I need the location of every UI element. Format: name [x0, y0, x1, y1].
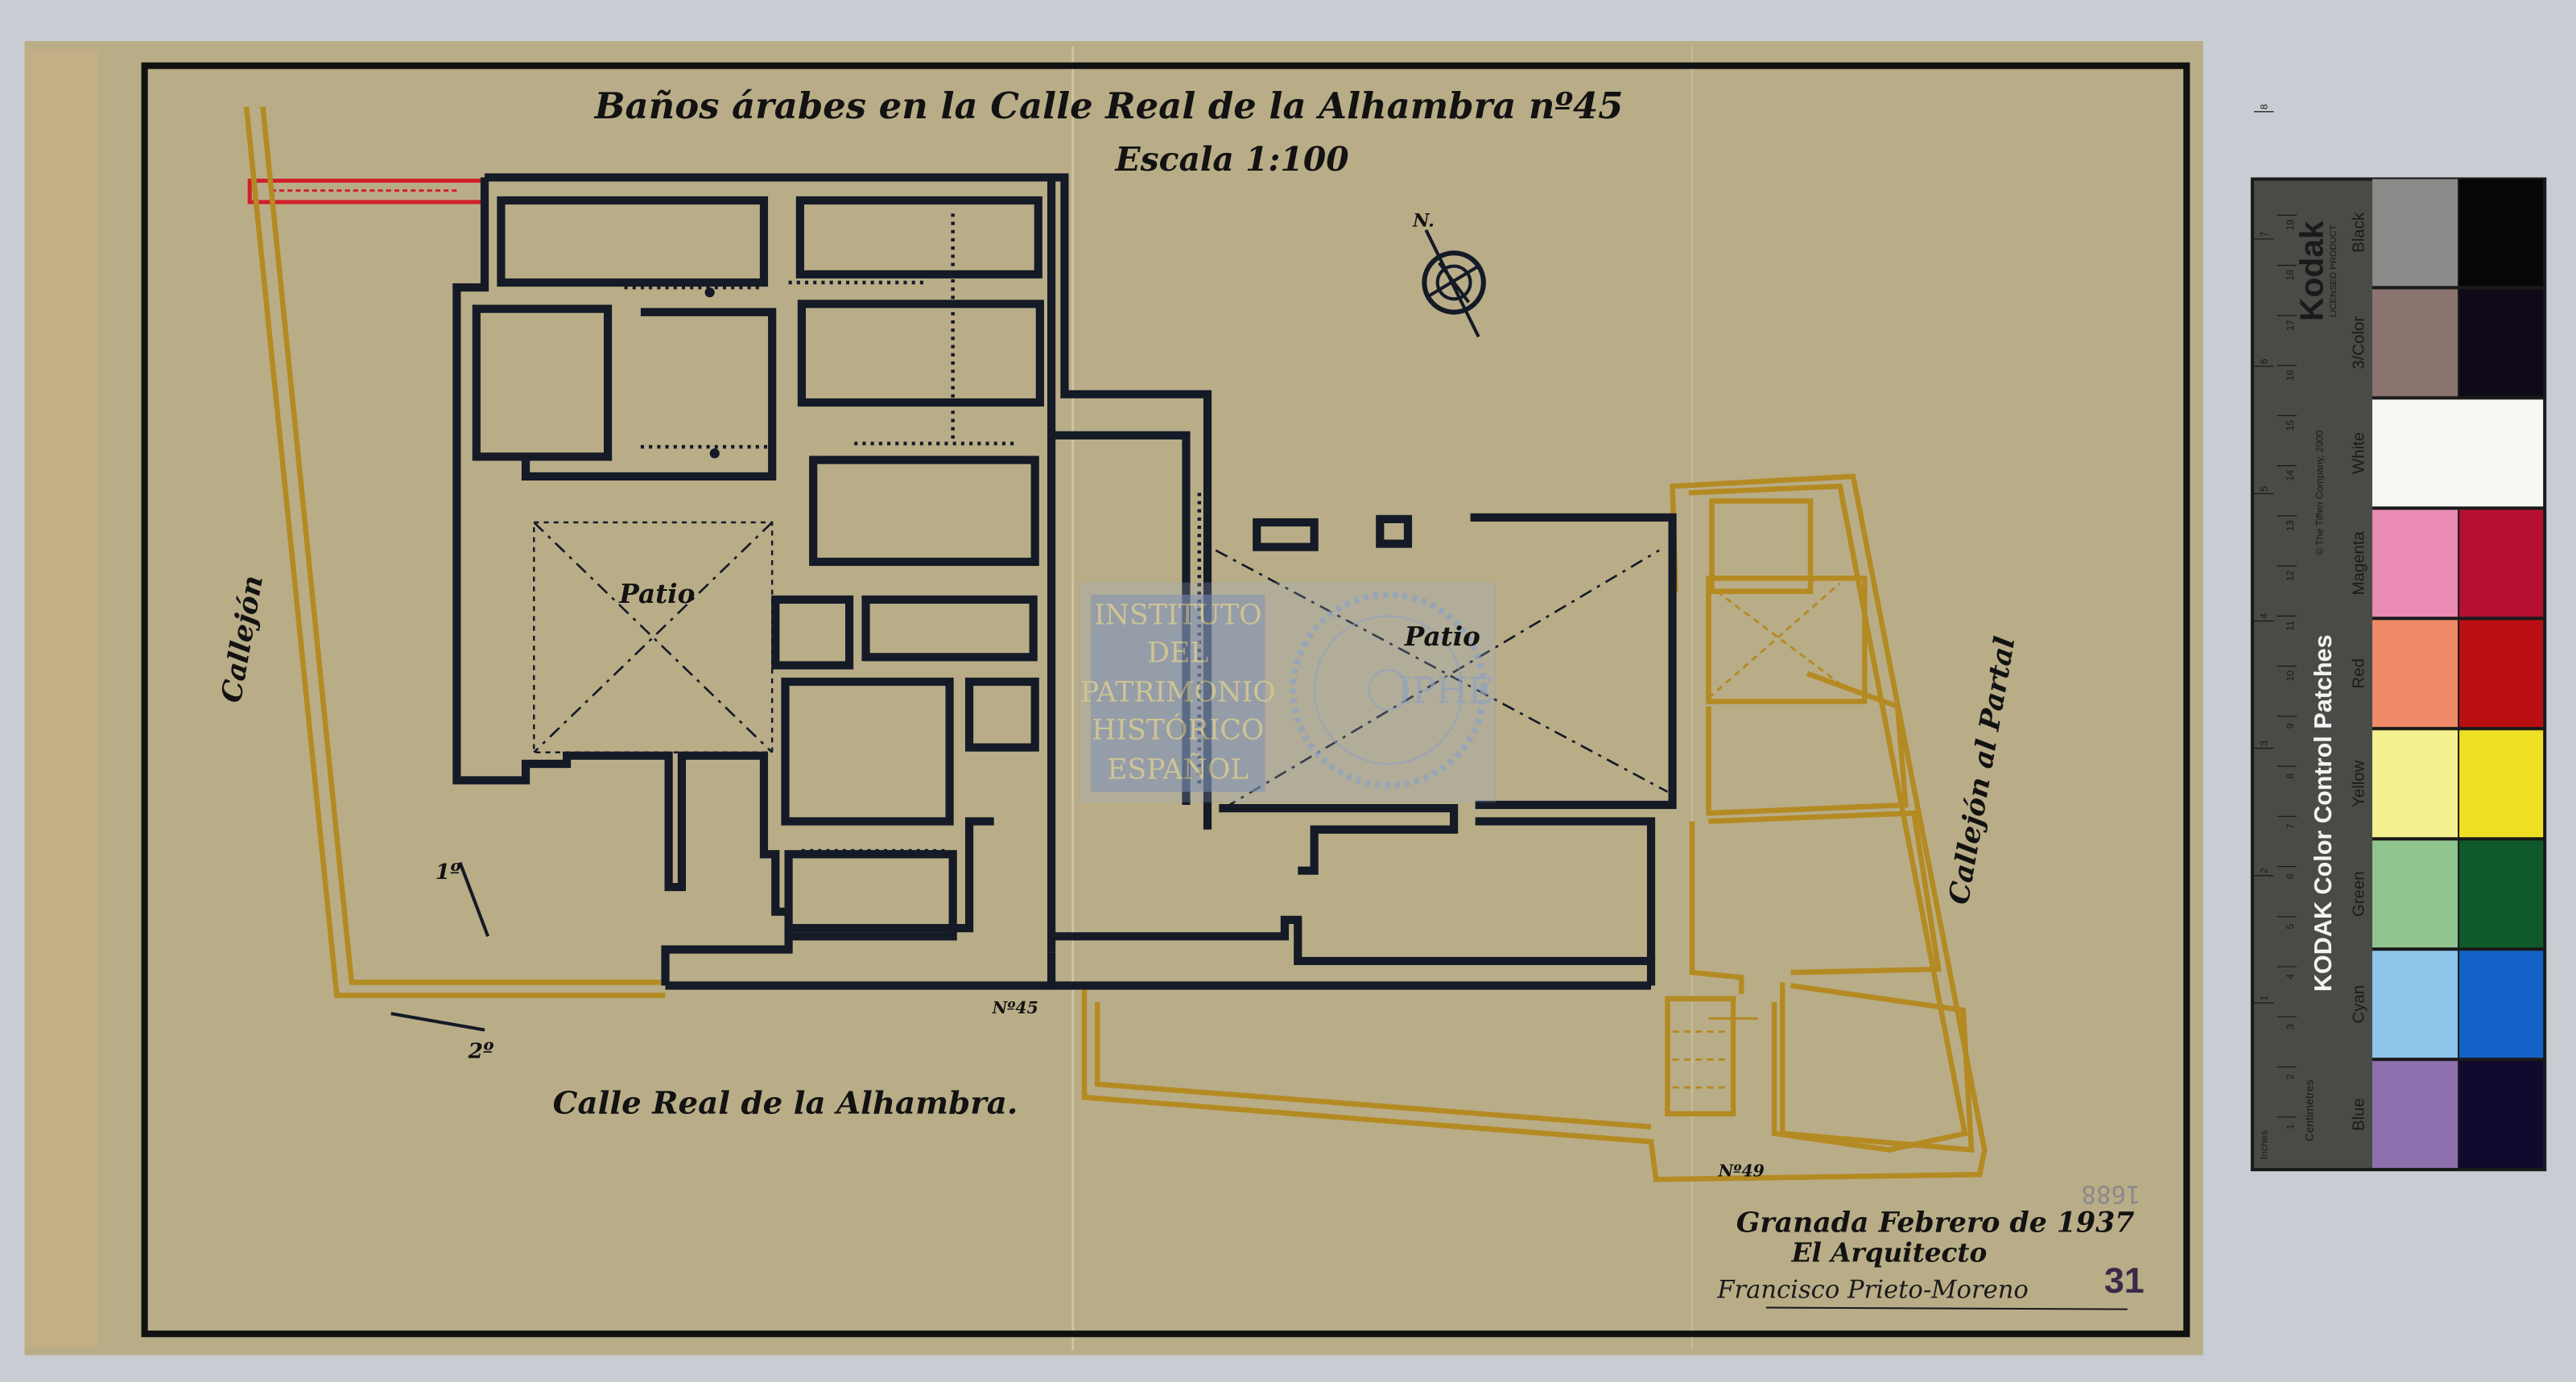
- patch-label: Yellow: [2351, 760, 2368, 807]
- cm-tick-label: 1: [2285, 1124, 2296, 1129]
- kodak-color-card: Blue Cyan Green Yellow Red Magenta White 3/Colo…: [2250, 104, 2547, 1172]
- watermark-line: HISTÓRICO: [1092, 712, 1264, 746]
- number-45-label: Nº45: [992, 998, 1038, 1017]
- color-patch-red-light: [2372, 620, 2458, 728]
- view-1-label: 1º: [436, 860, 461, 885]
- watermark-line: ESPAÑOL: [1107, 752, 1249, 786]
- color-patch-green-light: [2372, 840, 2458, 948]
- watermark-line: DEL: [1147, 637, 1208, 669]
- cm-tick-label: 15: [2285, 420, 2296, 431]
- color-patch-yellow-dark: [2459, 730, 2544, 838]
- color-patch-3-color-dark: [2459, 289, 2544, 397]
- drawing-frame: [141, 62, 2190, 1338]
- inch-tick-label: 5: [2258, 486, 2269, 492]
- kodak-copyright: © The Tiffen Company, 2000: [2314, 430, 2326, 555]
- street-label: Calle Real de la Alhambra.: [553, 1086, 1018, 1122]
- color-patch-3-color-light: [2372, 289, 2458, 397]
- view-arrow-2: [390, 1012, 485, 1032]
- cm-tick-label: 8: [2285, 774, 2296, 779]
- cm-tick-label: 3: [2285, 1024, 2296, 1029]
- kodak-card-title: KODAK Color Control Patches: [2310, 634, 2337, 992]
- inches-label: Inches: [2258, 1130, 2269, 1159]
- inch-tick-label: 2: [2258, 868, 2269, 873]
- north-label: N.: [1412, 211, 1435, 232]
- cm-tick-label: 16: [2285, 369, 2296, 381]
- patio-label: Patio: [618, 578, 695, 609]
- architect-signature: Francisco Prieto-Moreno: [1716, 1276, 2029, 1304]
- color-patch-cyan-light: [2372, 951, 2458, 1058]
- architect-role: El Arquitecto: [1791, 1236, 1988, 1268]
- color-patch-green-dark: [2459, 840, 2544, 948]
- kodak-brand-logo: Kodak: [2293, 221, 2330, 321]
- inch-tick-label: 8: [2258, 104, 2269, 109]
- color-patch-magenta-light: [2372, 509, 2458, 617]
- north-arrow-icon: N.: [1412, 211, 1486, 338]
- number-49-label: Nº49: [1718, 1161, 1765, 1180]
- cm-tick-label: 14: [2285, 470, 2296, 481]
- patio-label: Patio: [1404, 621, 1480, 652]
- patch-label: Green: [2351, 871, 2368, 917]
- watermark-line: INSTITUTO: [1094, 600, 1262, 632]
- inch-tick-label: 4: [2258, 613, 2269, 619]
- patch-label: Black: [2351, 212, 2368, 253]
- cm-tick-label: 10: [2285, 670, 2296, 682]
- patch-label: White: [2351, 432, 2368, 474]
- patch-label: 3/Color: [2351, 316, 2368, 369]
- kodak-licensed: LICENSED PRODUCT: [2329, 225, 2339, 317]
- patch-label: Red: [2351, 658, 2368, 688]
- cm-tick-label: 2: [2285, 1074, 2296, 1079]
- signature-underline: [1765, 1306, 2128, 1310]
- color-patch-red-dark: [2459, 620, 2544, 728]
- color-patch-yellow-light: [2372, 730, 2458, 838]
- adjacent-buildings-ochre: [243, 106, 1988, 1182]
- drawing-title: Baños árabes en la Calle Real de la Alha…: [593, 85, 1624, 127]
- color-patch-blue-light: [2372, 1061, 2458, 1169]
- view-arrow-1: [458, 861, 490, 938]
- patch-label: Magenta: [2351, 530, 2368, 595]
- drawing-scale: Escala 1:100: [1115, 140, 1349, 179]
- cm-tick-label: 19: [2285, 220, 2296, 231]
- cm-tick-label: 13: [2285, 520, 2296, 531]
- cm-tick-label: 7: [2285, 823, 2296, 829]
- cm-tick-label: 11: [2285, 621, 2296, 631]
- color-patch-magenta-dark: [2459, 509, 2544, 617]
- cm-tick-label: 5: [2285, 923, 2296, 929]
- inch-tick-label: 1: [2258, 995, 2269, 1000]
- cm-tick-label: 17: [2285, 320, 2296, 331]
- color-patch-white: [2372, 399, 2544, 507]
- cm-tick-label: 9: [2285, 723, 2296, 728]
- watermark-logo: IPHE: [1397, 669, 1494, 712]
- paper-left-edge: [24, 49, 99, 1347]
- sheet-number: 31: [2104, 1260, 2145, 1301]
- color-patch-blue-dark: [2459, 1061, 2544, 1169]
- archive-stamp: 1688: [2082, 1180, 2141, 1208]
- inch-tick-label: 6: [2258, 358, 2269, 364]
- centimetres-label: Centimetres: [2303, 1079, 2316, 1141]
- cm-tick-label: 4: [2285, 974, 2296, 980]
- inch-tick-label: 3: [2258, 741, 2269, 746]
- watermark-line: PATRIMONIO: [1080, 676, 1276, 708]
- cm-tick-label: 12: [2285, 570, 2296, 581]
- place-date: Granada Febrero de 1937: [1736, 1207, 2135, 1240]
- color-patch-cyan-dark: [2459, 951, 2544, 1058]
- cm-tick-label: 18: [2285, 270, 2296, 281]
- cm-tick-label: 6: [2285, 873, 2296, 879]
- patch-label: Blue: [2351, 1098, 2368, 1131]
- color-patch-black-dark: [2459, 179, 2544, 287]
- inch-tick-label: 7: [2258, 231, 2269, 237]
- patch-label: Cyan: [2351, 985, 2368, 1024]
- view-2-label: 2º: [468, 1038, 494, 1063]
- color-patch-black-light: [2372, 179, 2458, 287]
- iphe-watermark: INSTITUTO DEL PATRIMONIO HISTÓRICO ESPAÑ…: [1078, 582, 1496, 802]
